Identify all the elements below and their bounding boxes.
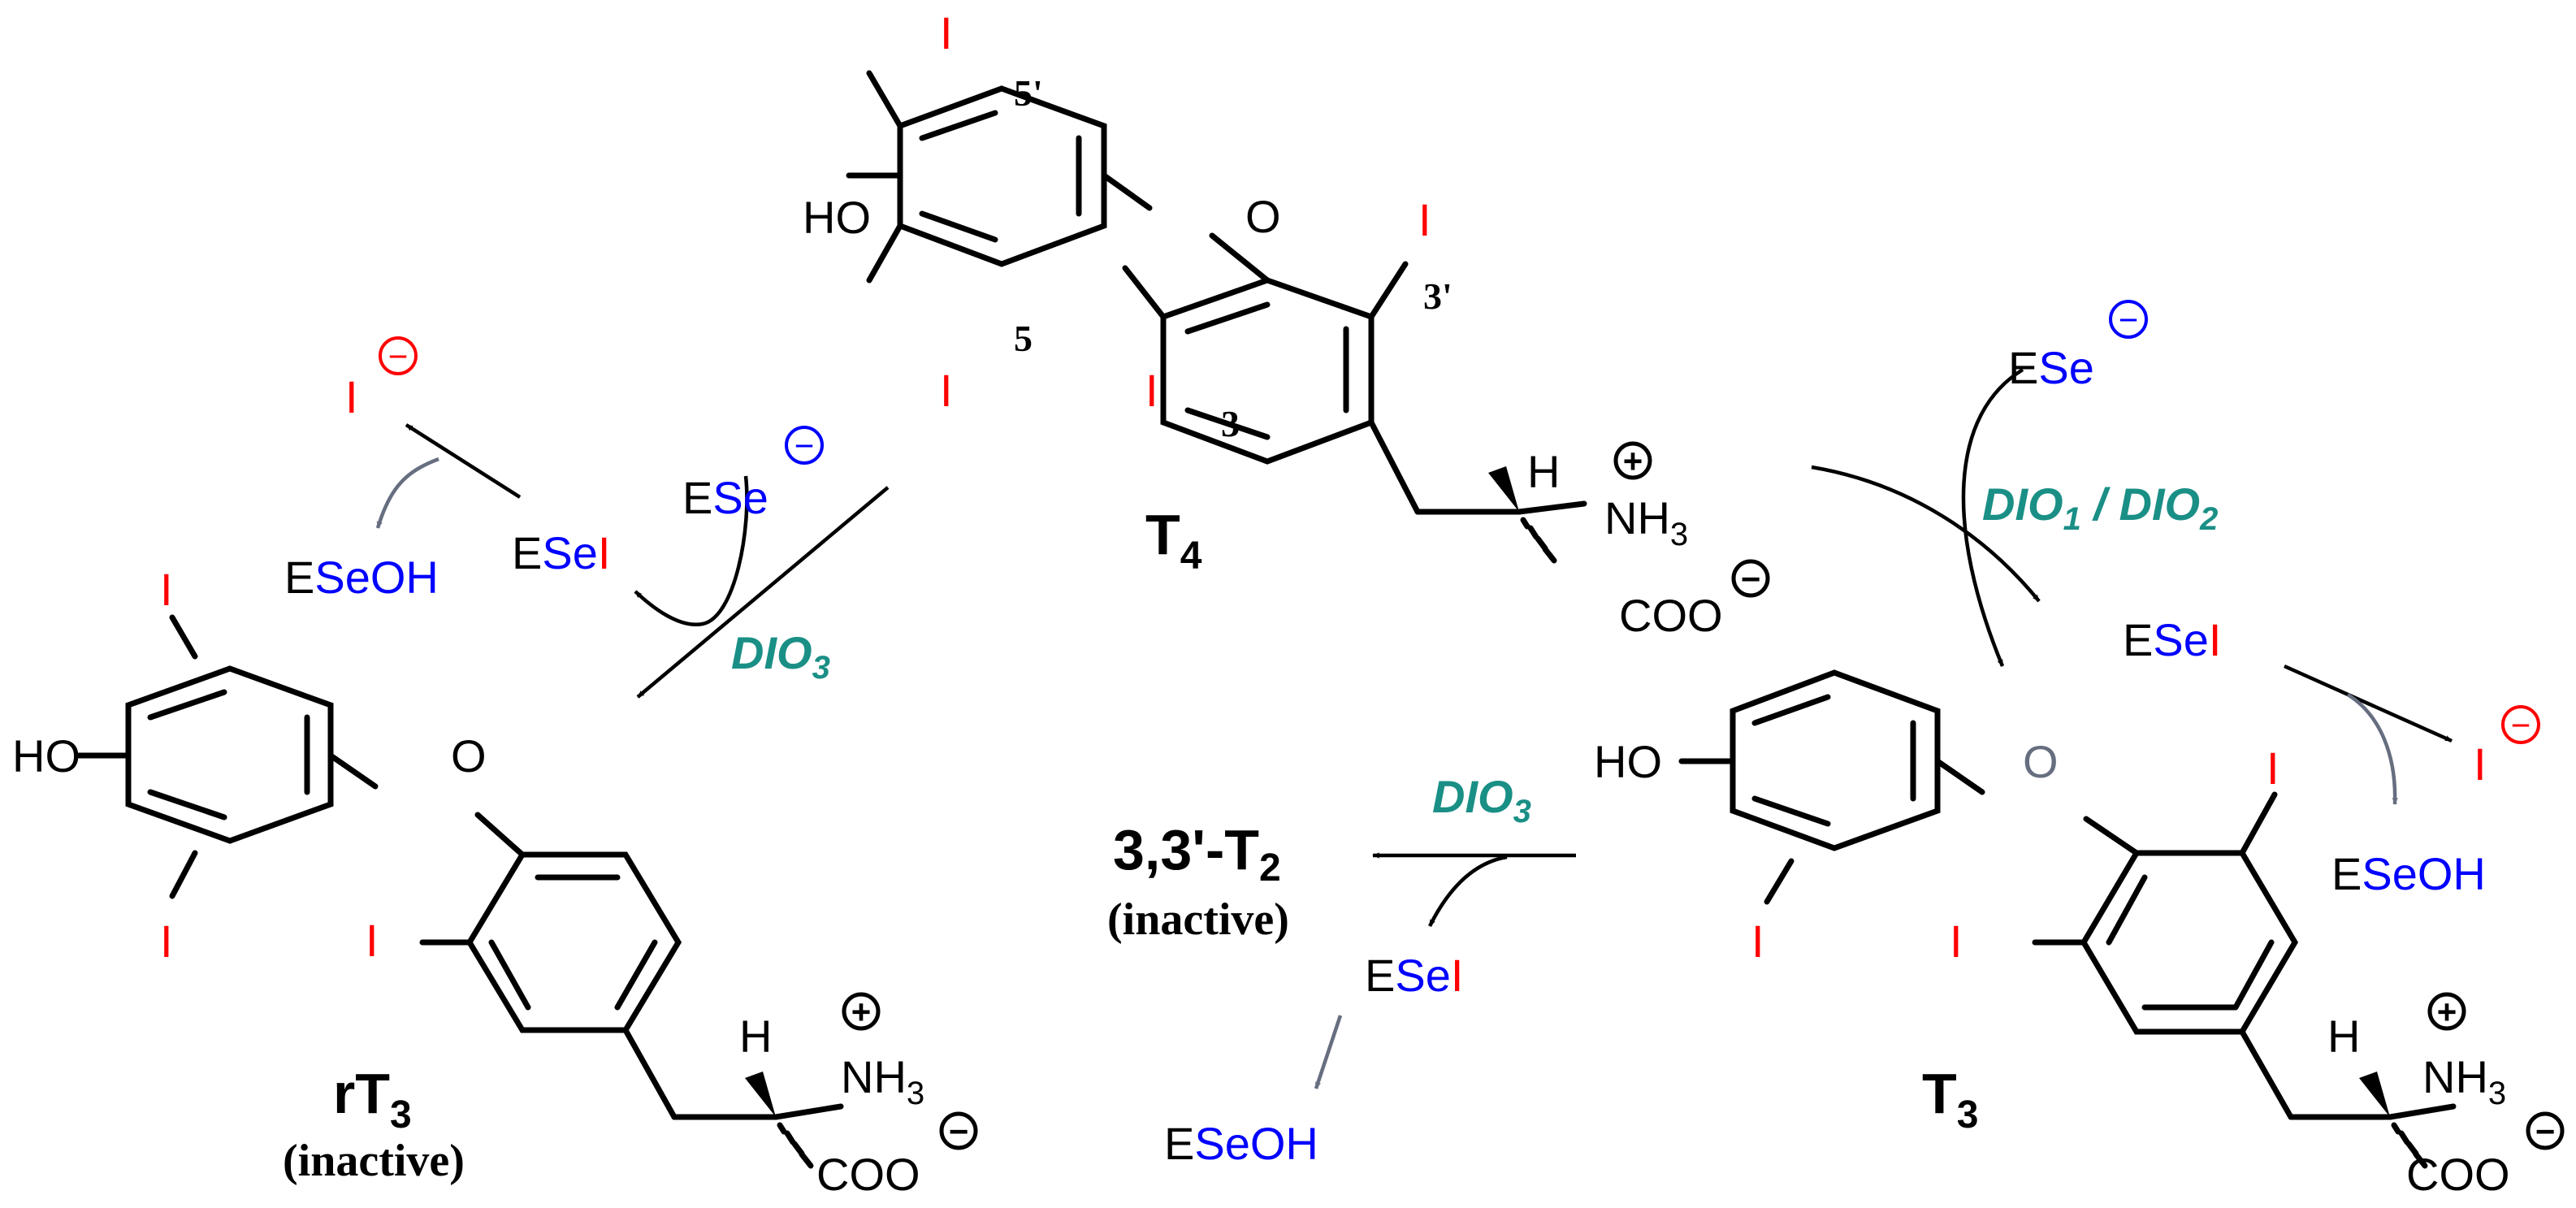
t3-esei-to-eseoh-arrow — [2346, 693, 2399, 805]
dio3-label-left: DIO3 — [731, 627, 830, 686]
rt3-ese-minus-sign: − — [794, 426, 815, 465]
t3-esei: ESeI — [2123, 614, 2221, 665]
t4-plus-sign: + — [1623, 442, 1643, 480]
t3-iodine-5: I — [1950, 916, 1963, 967]
rt3-ese-minus-charge — [785, 426, 824, 465]
t3-iodide-minus-sign: − — [2511, 706, 2531, 744]
rt3-iodide-minus-sign: − — [388, 337, 409, 375]
rt3-esei: ESeI — [512, 527, 610, 578]
t4-iodine-5prime: I — [940, 7, 953, 58]
t3-ese-anion: ESe — [2008, 342, 2094, 393]
t4-minus-charge — [1731, 559, 1770, 598]
t3-plus-charge — [2427, 992, 2466, 1031]
dio3-label-bottom: DIO3 — [1432, 771, 1531, 829]
rt3-ether-oxygen: O — [451, 730, 487, 782]
t4-to-rt3-arrow — [636, 486, 890, 699]
t4-hydroxyl: HO — [803, 192, 871, 243]
t3-hydroxyl: HO — [1594, 736, 1662, 787]
rt3-minus-sign: − — [949, 1112, 969, 1150]
t4-structure — [846, 70, 1587, 564]
t3-plus-sign: + — [2437, 993, 2457, 1031]
t4-iodine-5: I — [940, 365, 953, 416]
t4-ammonium: NH3 — [1604, 492, 1688, 552]
t4-position-5: 5 — [1014, 318, 1033, 359]
t3-esei-to-iodide-arrow — [2284, 664, 2453, 743]
rt3-esei-to-eseoh-arrow — [375, 457, 439, 529]
t4-position-3: 3 — [1221, 403, 1240, 444]
t3-minus-sign: − — [2535, 1112, 2556, 1150]
t3-released-iodide: I — [2474, 738, 2487, 790]
t3-iodine-3prime: I — [2266, 743, 2279, 794]
rt3-iodine-bottom: I — [160, 916, 173, 967]
t2-inactive-note: (inactive) — [1107, 894, 1289, 945]
rt3-iodine-3: I — [366, 915, 379, 966]
t3-structure — [1678, 669, 2457, 1169]
t2-ese-to-esei-arrow — [1427, 855, 1508, 928]
rt3-esei-to-iodide-arrow — [405, 423, 522, 499]
t4-carboxylate: COO — [1619, 590, 1723, 641]
t4-minus-sign: − — [1741, 560, 1761, 598]
t3-iodine-3: I — [1751, 916, 1764, 967]
rt3-iodide-minus-charge — [379, 336, 418, 375]
rt3-structure — [76, 614, 844, 1169]
t3-minus-charge — [2526, 1111, 2565, 1150]
rt3-hydroxyl: HO — [12, 730, 80, 782]
t4-iodine-3prime: I — [1418, 194, 1431, 245]
t4-plus-charge — [1613, 441, 1652, 480]
t3-carboxylate: COO — [2406, 1149, 2510, 1200]
t4-ether-oxygen: O — [1245, 191, 1281, 242]
t2-eseoh: ESeOH — [1164, 1118, 1318, 1169]
t3-ether-oxygen: O — [2023, 736, 2059, 787]
t3-ese-minus-charge — [2109, 300, 2148, 339]
t2-label: 3,3'-T2 — [1113, 818, 1281, 890]
rt3-inactive-note: (inactive) — [283, 1136, 465, 1186]
t4-to-t3-arrow — [1811, 465, 2041, 603]
rt3-plus-sign: + — [851, 993, 872, 1031]
t4-hydrogen: H — [1527, 446, 1560, 497]
dio1-dio2-label: DIO1 / DIO2 — [1982, 478, 2218, 537]
t3-ammonium: NH3 — [2422, 1051, 2506, 1111]
rt3-plus-charge — [842, 992, 881, 1031]
rt3-eseoh: ESeOH — [284, 552, 439, 603]
t4-iodine-3: I — [1145, 365, 1158, 416]
t3-hydrogen: H — [2327, 1011, 2360, 1062]
t4-label: T4 — [1145, 503, 1202, 578]
t2-esei-to-eseoh-arrow — [1314, 1015, 1343, 1089]
t3-ese-to-esei-arrow — [1961, 368, 2024, 667]
rt3-hydrogen: H — [739, 1011, 772, 1062]
rt3-ese-anion: ESe — [682, 472, 768, 523]
t4-position-5prime: 5' — [1014, 72, 1043, 114]
rt3-label: rT3 — [333, 1062, 412, 1137]
t4-position-3prime: 3' — [1423, 275, 1453, 317]
rt3-ese-to-esei-arrow — [634, 475, 749, 627]
t3-label: T3 — [1922, 1062, 1978, 1137]
rt3-released-iodide: I — [345, 371, 358, 422]
rt3-carboxylate: COO — [816, 1149, 920, 1200]
t3-iodide-minus-charge — [2501, 705, 2540, 744]
t2-esei: ESeI — [1365, 950, 1463, 1001]
rt3-iodine-top: I — [160, 564, 173, 615]
rt3-minus-charge — [939, 1111, 978, 1150]
t3-ese-minus-sign: − — [2119, 301, 2139, 339]
t3-eseoh: ESeOH — [2331, 848, 2486, 899]
rt3-ammonium: NH3 — [841, 1051, 924, 1111]
